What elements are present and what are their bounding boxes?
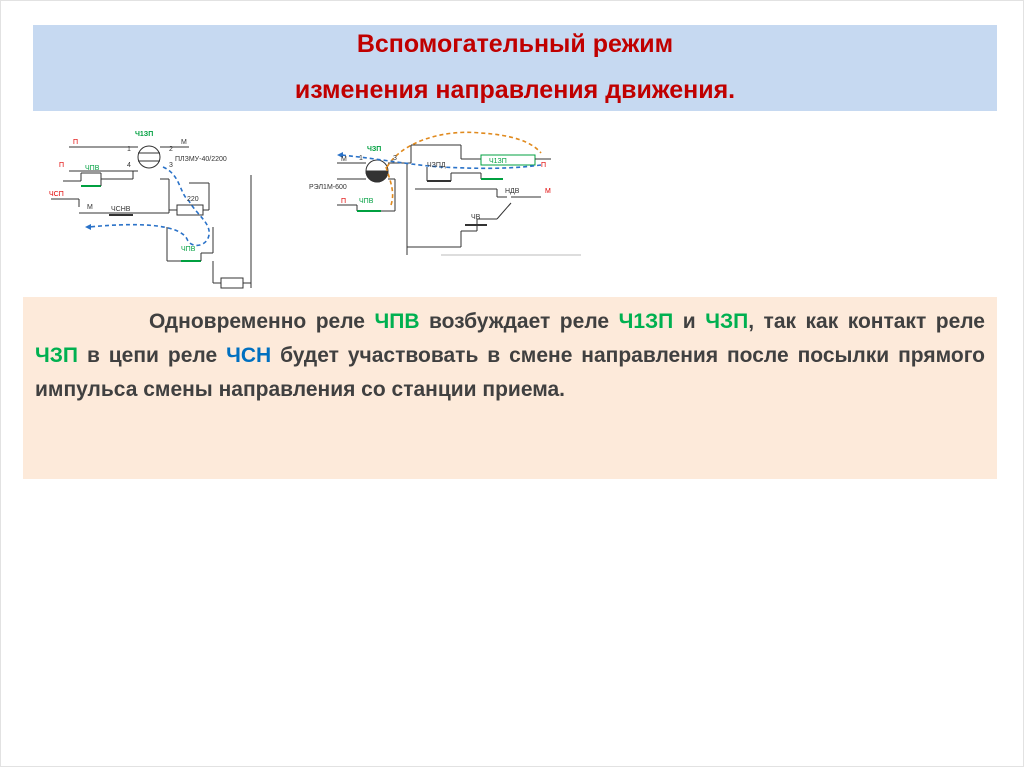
- text-seg-4: , так как контакт реле: [748, 310, 985, 333]
- label-ch1zp: Ч1ЗП: [135, 131, 153, 138]
- left-path-arrow-icon: [85, 224, 91, 230]
- label-pin-3: 3: [169, 162, 173, 169]
- label-wire-m2-right: М: [545, 188, 551, 195]
- text-seg-1: Одновременно реле: [149, 310, 375, 333]
- right-path-arrow-icon: [337, 152, 343, 158]
- label-relay-type: ПЛЗМУ-40/2200: [175, 156, 227, 163]
- text-seg-6: будет участвовать в смене направления по…: [35, 344, 985, 401]
- explanation-box: Одновременно реле ЧПВ возбуждает реле Ч1…: [23, 297, 997, 479]
- label-wire-p-right: П: [341, 198, 346, 205]
- title-banner: Вспомогательный режим изменения направле…: [33, 25, 997, 111]
- right-circuit: [337, 144, 581, 256]
- label-pin-2: 2: [169, 146, 173, 153]
- explanation-paragraph: Одновременно реле ЧПВ возбуждает реле Ч1…: [35, 305, 985, 407]
- text-seg-2: возбуждает реле: [419, 310, 619, 333]
- label-wire-p1: П: [73, 139, 78, 146]
- label-wire-p2: П: [59, 162, 64, 169]
- right-current-path-orange: [386, 131, 542, 168]
- label-contact-chpv: ЧПВ: [85, 165, 100, 172]
- relay-ch1zp-coil-icon: [137, 145, 161, 169]
- circuit-diagrams: Ч1ЗП ПЛЗМУ-40/2200 1 2 3 4 П М П ЧПВ ЧСП…: [41, 123, 601, 293]
- label-contact-ch1zp: Ч1ЗП: [489, 158, 507, 165]
- left-current-path: [88, 166, 210, 247]
- label-pin-1: 1: [127, 146, 131, 153]
- title-line-1: Вспомогательный режим: [356, 30, 674, 58]
- label-contact-chpv-bottom: ЧПВ: [181, 246, 196, 253]
- left-circuit: [51, 145, 252, 289]
- title-line-2: изменения направления движения.: [294, 76, 736, 104]
- highlight-chpv: ЧПВ: [374, 310, 420, 333]
- label-relay-type-rel: РЭЛ1М-600: [309, 184, 347, 191]
- circuit-diagram-svg: Ч1ЗП ПЛЗМУ-40/2200 1 2 3 4 П М П ЧПВ ЧСП…: [49, 131, 581, 289]
- label-contact-chzpd: ЧЗПД: [427, 162, 446, 169]
- label-wire-chsp: ЧСП: [49, 191, 64, 198]
- text-seg-3: и: [673, 310, 706, 333]
- label-pin-4: 4: [127, 162, 131, 169]
- highlight-chzp-2: ЧЗП: [35, 344, 79, 367]
- label-pin-3-right: 3: [393, 155, 397, 162]
- highlight-chsn: ЧСН: [226, 344, 272, 367]
- text-seg-5: в цепи реле: [78, 344, 227, 367]
- right-current-path-blue: [340, 154, 542, 170]
- label-contact-chsnv: ЧСНВ: [111, 206, 131, 213]
- label-wire-p2-right: П: [541, 162, 546, 169]
- label-wire-m2: М: [87, 204, 93, 211]
- highlight-chzp: ЧЗП: [705, 310, 749, 333]
- label-resistor-220: 220: [187, 196, 199, 203]
- label-contact-chpv-right: ЧПВ: [359, 198, 374, 205]
- label-wire-m-right: М: [341, 156, 347, 163]
- right-current-path-orange-2: [385, 166, 394, 206]
- label-contact-ndv: НДВ: [505, 188, 520, 195]
- label-contact-chv: ЧВ: [471, 214, 481, 221]
- label-wire-m1: М: [181, 139, 187, 146]
- highlight-ch1zp: Ч1ЗП: [618, 310, 674, 333]
- label-pin-1-right: 1: [359, 155, 363, 162]
- label-chzp: ЧЗП: [367, 146, 381, 153]
